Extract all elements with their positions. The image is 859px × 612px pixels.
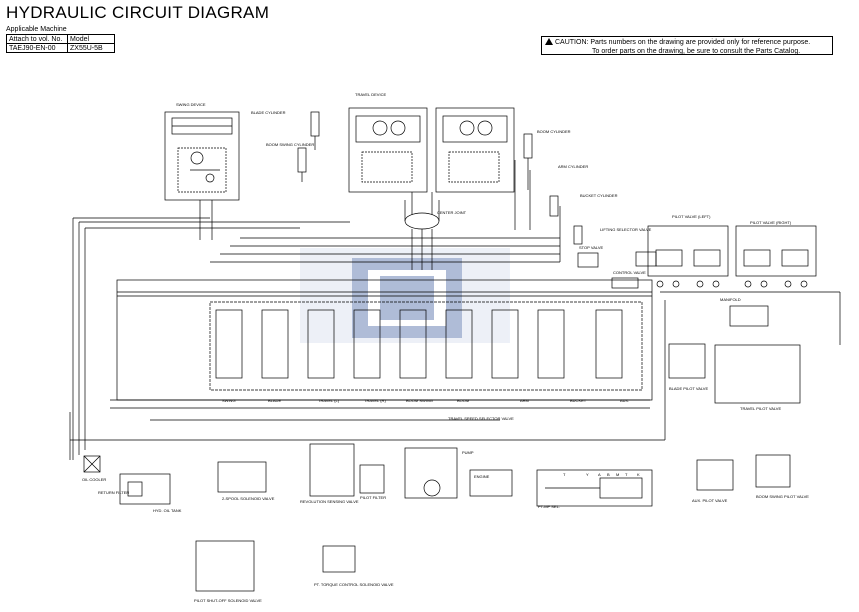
- center-joint-label: CENTER JOINT: [437, 210, 467, 215]
- pump-symbol: [423, 479, 441, 497]
- control-valve-label: CONTROL VALVE: [613, 270, 646, 275]
- table-cell-model: ZX55U-5B: [67, 43, 115, 53]
- pt-mp-label: PT-MP SEL.: [538, 504, 560, 509]
- pump: [404, 447, 458, 499]
- arm-cylinder-label: ARM CYLINDER: [558, 164, 588, 169]
- travel-device-left: [348, 107, 428, 193]
- main-lines: [69, 160, 841, 460]
- aux-pilot-valve: [696, 459, 734, 491]
- manifold: [729, 305, 769, 327]
- caution-box: CAUTION: Parts numbers on the drawing ar…: [541, 36, 833, 55]
- revolution-sensing-label: REVOLUTION SENSING VALVE: [300, 499, 359, 504]
- applicable-machine-table: Attach to vol. No. Model TAEJ90-EN-00 ZX…: [6, 34, 115, 53]
- stop-valve: [577, 252, 599, 268]
- control-valve: [116, 279, 653, 401]
- boom-cylinder-label: BOOM CYLINDER: [537, 129, 571, 134]
- control-valve-aux: [611, 277, 639, 289]
- pilot-valve-left: [647, 225, 729, 288]
- oil-cooler-label: OIL COOLER: [82, 477, 106, 482]
- pilot-valve-right-label: PILOT VALVE (RIGHT): [750, 220, 792, 225]
- travel-device-label: TRAVEL DEVICE: [355, 92, 386, 97]
- hydraulic-oil-tank: [119, 473, 171, 505]
- caution-line-1: CAUTION: Parts numbers on the drawing ar…: [555, 39, 811, 46]
- lifting-selector-label: LIFTING SELECTOR VALVE: [600, 227, 652, 232]
- boom-swing-pilot-valve: [755, 454, 791, 488]
- revolution-sensing-valve: [309, 443, 355, 497]
- blade-cylinder-label: BLADE CYLINDER: [251, 110, 286, 115]
- warning-icon: [545, 38, 553, 45]
- section-bucket: BUCKET: [570, 398, 587, 403]
- travel-mode-label: PT. TORQUE CONTROL SOLENOID VALVE: [314, 582, 394, 587]
- connector-letter-a: A: [598, 472, 601, 477]
- manifold-label: MANIFOLD: [720, 297, 741, 302]
- pilot-shutoff-label: PILOT SHUT-OFF SOLENOID VALVE: [194, 598, 262, 603]
- pt-mp-selector: [536, 469, 653, 507]
- page-title: HYDRAULIC CIRCUIT DIAGRAM: [6, 3, 270, 22]
- engine-box: [469, 469, 513, 497]
- center-joint-lines: [404, 192, 440, 270]
- section-aux: AUX.: [620, 398, 629, 403]
- section-blade: BLADE: [268, 398, 281, 403]
- control-valve-spools: [215, 309, 623, 379]
- pilot-valve-right: [735, 225, 817, 288]
- section-swing: SWING: [222, 398, 236, 403]
- travel-mode-solenoid-valve: [322, 545, 356, 573]
- bucket-cylinder: [573, 225, 583, 245]
- return-filter: [127, 481, 143, 497]
- boom-swing-cylinder-label: BOOM SWING CYLINDER: [266, 142, 314, 147]
- blade-cylinder: [310, 111, 320, 150]
- stop-valve-2: [635, 251, 657, 267]
- return-filter-label: RETURN FILTER: [98, 490, 129, 495]
- boom-cylinder: [523, 133, 533, 190]
- section-boom-swing: BOOM SWING: [406, 398, 433, 403]
- pilot-filter: [359, 464, 385, 494]
- connector-letter-t1: T: [563, 472, 566, 477]
- pilot-valve-left-label: PILOT VALVE (LEFT): [672, 214, 711, 219]
- section-arm: ARM: [520, 398, 529, 403]
- pilot-shutoff-solenoid-valve: [195, 540, 255, 592]
- section-travel-l: TRAVEL (L): [318, 398, 340, 403]
- bucket-cylinder-label: BUCKET CYLINDER: [580, 193, 618, 198]
- swing-device-label: SWING DEVICE: [176, 102, 206, 107]
- travel-device-right: [435, 107, 515, 193]
- connector-letter-t2: T: [625, 472, 628, 477]
- oil-cooler: [83, 455, 101, 473]
- center-joint: [404, 212, 440, 230]
- pilot-filter-label: PILOT FILTER: [360, 495, 386, 500]
- connector-letter-b: B: [607, 472, 610, 477]
- boom-swing-cylinder: [297, 147, 307, 182]
- solenoid-valve: [217, 461, 267, 493]
- watermark-logo: [300, 248, 510, 343]
- blade-pilot-valve: [668, 343, 706, 379]
- applicable-machine-label: Applicable Machine: [6, 26, 67, 33]
- blade-pilot-label: BLADE PILOT VALVE: [669, 386, 708, 391]
- connector-letter-m: M: [616, 472, 619, 477]
- engine-label: ENGINE: [474, 474, 490, 479]
- travel-pilot-label: TRAVEL PILOT VALVE: [740, 406, 781, 411]
- applicable-machine-block: Applicable Machine Attach to vol. No. Mo…: [6, 26, 115, 53]
- travel-pilot-valve: [714, 344, 801, 404]
- section-boom: BOOM: [457, 398, 469, 403]
- boom-swing-pilot-label: BOOM SWING PILOT VALVE: [756, 494, 809, 499]
- connector-letter-k: K: [637, 472, 640, 477]
- hyd-tank-label: HYD. OIL TANK: [153, 508, 182, 513]
- section-travel-r: TRAVEL (R): [364, 398, 386, 403]
- caution-line-2: To order parts on the drawing, be sure t…: [592, 48, 801, 55]
- travel-speed-label: TRAVEL SPEED SELECTOR VALVE: [448, 416, 514, 421]
- swing-device: [164, 111, 240, 240]
- aux-pilot-label: AUX. PILOT VALVE: [692, 498, 728, 503]
- connector-letter-y: Y: [586, 472, 589, 477]
- stop-valve-label: STOP VALVE: [579, 245, 603, 250]
- arm-cylinder: [549, 195, 559, 217]
- pump-label: PUMP: [462, 450, 474, 455]
- solenoid-valve-label: 2-SPOOL SOLENOID VALVE: [222, 496, 275, 501]
